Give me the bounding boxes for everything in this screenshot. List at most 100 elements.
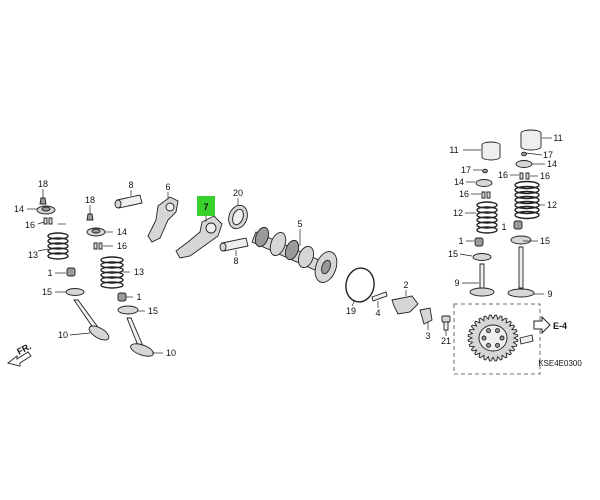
valve-stem-seal-18 <box>39 197 47 205</box>
spring-seat-15 <box>117 305 139 315</box>
label-16d: 16 <box>498 170 508 180</box>
valve-spring-12 <box>514 180 540 220</box>
label-4: 4 <box>375 308 380 318</box>
label-15d: 15 <box>540 236 550 246</box>
label-1b: 1 <box>136 292 141 302</box>
label-18a: 18 <box>38 179 48 189</box>
label-9b: 9 <box>547 289 552 299</box>
label-21: 21 <box>441 336 451 346</box>
left-valve-assembly-b <box>86 205 163 357</box>
part-number-labels: 18 14 16 13 1 15 10 8 18 14 16 13 1 15 1… <box>14 133 582 368</box>
decompressor-spring-3 <box>419 307 433 330</box>
diagram-code: KSE4E0300 <box>538 359 582 368</box>
valve-10 <box>126 317 154 357</box>
sprocket-hole <box>499 335 505 341</box>
label-16a: 16 <box>25 220 35 230</box>
rocker-shaft-8a <box>114 190 143 209</box>
label-2: 2 <box>403 280 408 290</box>
shim-17 <box>521 151 527 157</box>
sprocket-hub <box>478 324 508 352</box>
sprocket-bolt <box>519 334 534 345</box>
label-17a: 17 <box>461 165 471 175</box>
label-11a: 11 <box>449 145 458 155</box>
highlight-box-part-7 <box>197 196 215 216</box>
valve-cotters-16 <box>93 242 103 250</box>
label-10a: 10 <box>58 330 68 340</box>
sprocket-hole <box>495 342 500 348</box>
valve-stem-seal-1 <box>474 237 484 247</box>
label-8a: 8 <box>128 180 133 190</box>
valve-stem-seal-1 <box>66 267 76 277</box>
label-1d: 1 <box>501 222 506 232</box>
label-12b: 12 <box>547 200 557 210</box>
shim-17 <box>482 168 488 174</box>
label-15c: 15 <box>448 249 458 259</box>
label-5: 5 <box>297 219 302 229</box>
spring-seat-15 <box>472 253 492 261</box>
valve-stem-seal-18 <box>86 213 94 221</box>
label-11b: 11 <box>553 133 562 143</box>
rocker-arm-6 <box>147 192 179 243</box>
valve-spring-12 <box>476 201 498 234</box>
label-15a: 15 <box>42 287 52 297</box>
rocker-arm-7-highlighted <box>175 214 223 259</box>
tappet-11 <box>481 145 501 161</box>
label-14d: 14 <box>547 159 557 169</box>
bolt-21 <box>441 315 451 336</box>
valve-stem-seal-1 <box>513 220 523 230</box>
bearing-20 <box>228 198 248 230</box>
label-8b: 8 <box>233 256 238 266</box>
label-19: 19 <box>346 306 356 316</box>
spring-seat-15 <box>510 235 532 245</box>
valve-cotters-16 <box>519 172 530 180</box>
label-7: 7 <box>203 202 208 212</box>
valve-cotters-16 <box>481 191 491 199</box>
valve-cotters-16 <box>43 217 53 225</box>
label-9a: 9 <box>454 278 459 288</box>
label-14c: 14 <box>454 177 464 187</box>
label-16b: 16 <box>117 241 127 251</box>
ref-label-e4: E-4 <box>553 321 567 331</box>
valve-stem-seal-1 <box>117 292 127 302</box>
label-12a: 12 <box>453 208 463 218</box>
label-6: 6 <box>165 182 170 192</box>
reference-arrow <box>533 315 551 335</box>
spring-retainer-14 <box>475 179 493 187</box>
label-18b: 18 <box>85 195 95 205</box>
decompressor-weight-2 <box>391 290 419 315</box>
left-valve-assembly-a <box>27 189 110 341</box>
label-1c: 1 <box>458 236 463 246</box>
label-13b: 13 <box>134 267 144 277</box>
valve-spring-13 <box>100 256 124 289</box>
label-17b: 17 <box>543 150 553 160</box>
label-10b: 10 <box>166 348 176 358</box>
sprocket-hole <box>481 335 487 341</box>
circlip-19 <box>345 267 375 307</box>
spring-retainer-14 <box>515 160 533 168</box>
sprocket-hole <box>495 328 500 334</box>
sprocket-hole <box>486 342 491 348</box>
label-20: 20 <box>233 188 243 198</box>
label-1a: 1 <box>47 268 52 278</box>
label-14b: 14 <box>117 227 127 237</box>
tappet-11 <box>520 133 542 151</box>
label-3: 3 <box>425 331 430 341</box>
spring-seat-15 <box>65 288 85 296</box>
label-16c: 16 <box>459 189 469 199</box>
valve-10 <box>73 299 110 341</box>
valve-9 <box>507 246 535 298</box>
rocker-shaft-8b <box>219 237 249 256</box>
label-15b: 15 <box>148 306 158 316</box>
valve-spring-13 <box>47 232 69 260</box>
sprocket-hole <box>486 328 491 334</box>
label-16e: 16 <box>540 171 550 181</box>
camshaft-5 <box>251 226 338 283</box>
valve-9 <box>469 263 495 297</box>
front-direction-arrow <box>6 351 32 367</box>
decompressor-pin-4 <box>371 291 388 308</box>
cam-sprocket <box>453 303 541 375</box>
label-13a: 13 <box>28 250 38 260</box>
right-valve-assembly-a <box>459 141 501 297</box>
label-14a: 14 <box>14 204 24 214</box>
